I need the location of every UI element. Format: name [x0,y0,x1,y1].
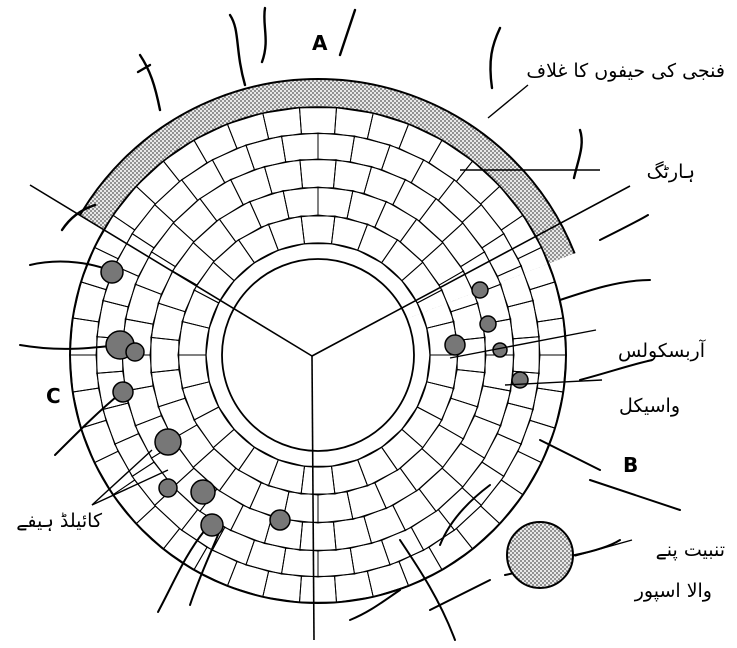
label-vesicle: واسیکل [619,395,680,417]
label-spore-line1: تنبیت پنے [656,539,725,561]
label-coiled-hyphae: کائیلڈ ہیفے [16,510,103,532]
label-arbuscules: آربسکولس [618,338,706,362]
spore [507,522,573,588]
section-label-c: C [46,384,61,408]
stele [222,259,414,451]
section-label-b: B [623,453,638,477]
label-fungal-mantle: فنجی کی حیفوں کا غلاف [526,60,725,82]
label-hartig: ہارٹگ [647,161,695,183]
section-label-a: A [312,31,328,55]
label-spore-line2: والا اسپور [634,580,712,602]
